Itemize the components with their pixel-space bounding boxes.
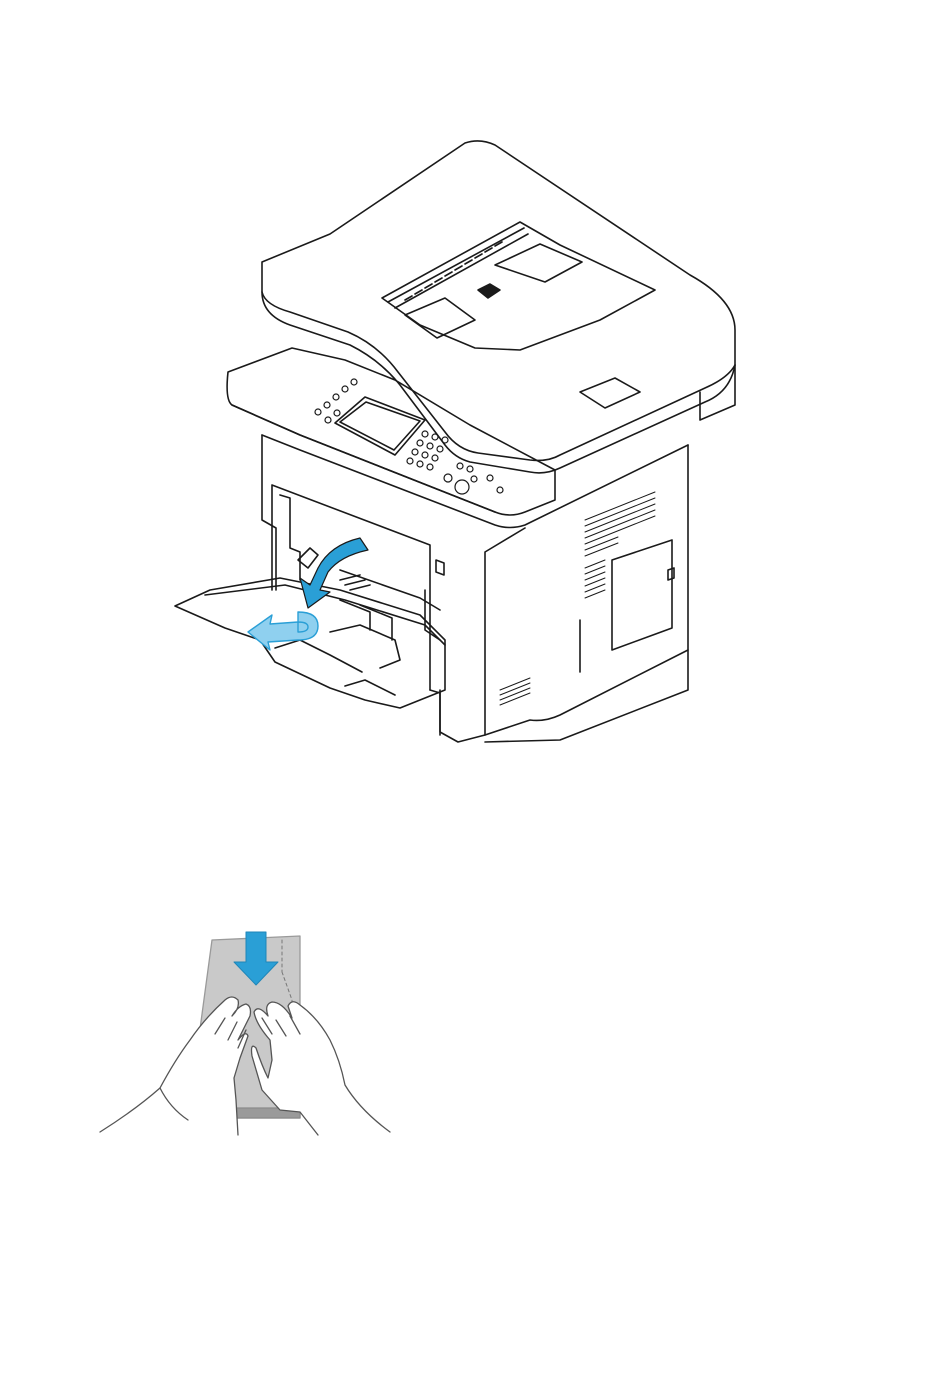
printer-bypass-tray-figure <box>160 130 750 750</box>
printer-body <box>262 435 688 742</box>
vent-grille <box>500 492 655 705</box>
envelope-illustration <box>95 925 400 1140</box>
envelope-insertion-figure <box>95 925 400 1140</box>
adf-lid <box>262 141 735 473</box>
printer-illustration <box>160 130 750 750</box>
control-panel <box>227 348 555 515</box>
adf-input-tray <box>382 222 655 350</box>
left-hand <box>100 997 251 1135</box>
